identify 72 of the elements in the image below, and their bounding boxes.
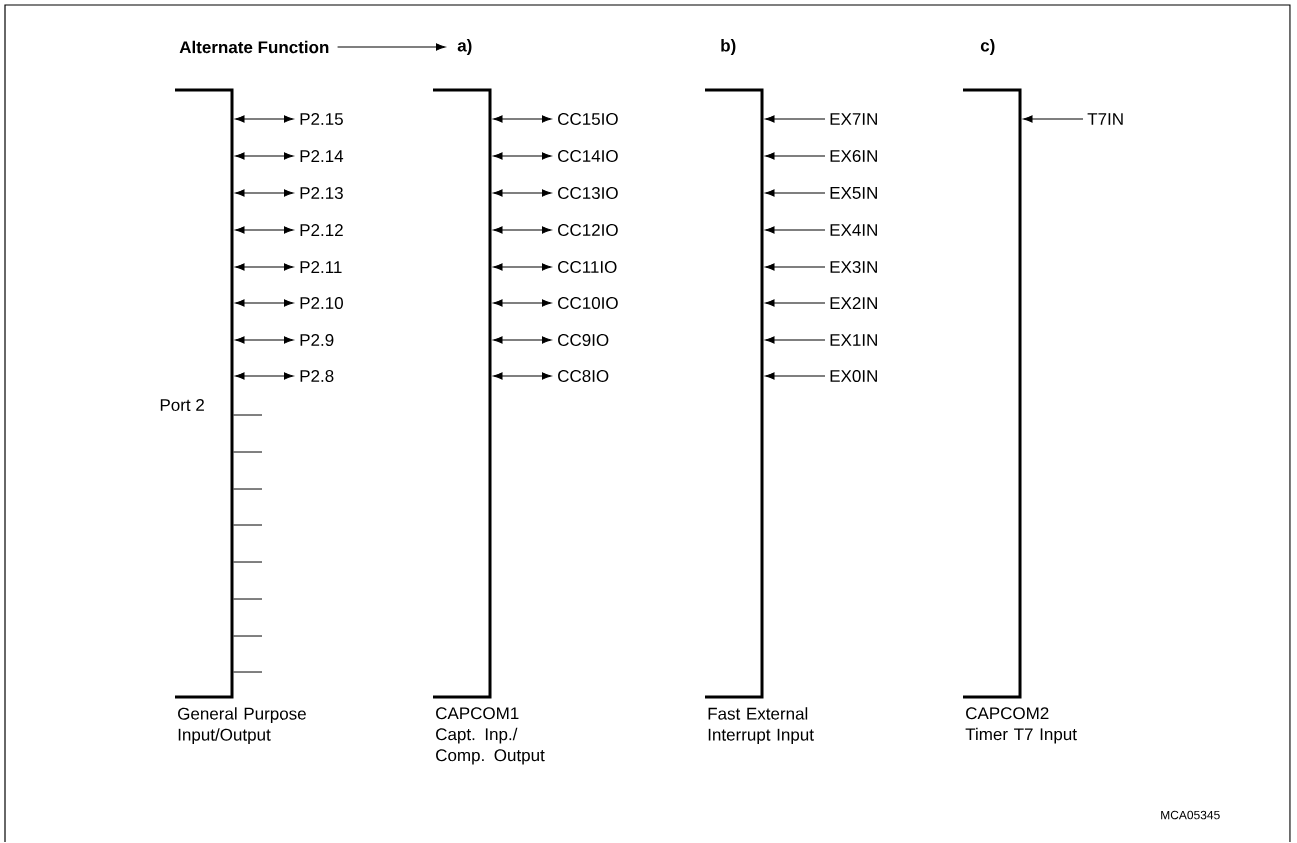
pin-label: EX0IN [830,370,877,383]
arrow [235,226,294,234]
pin-stub [233,598,263,600]
arrow [493,115,552,123]
pin-label: EX3IN [830,261,877,274]
bracket-caption: General Purpose Input/Output [178,707,306,745]
pin-label: EX4IN [830,224,877,236]
column-letter: b) [721,39,736,55]
pin-label: CC15IO [558,113,618,126]
arrow [765,226,826,234]
bracket [963,88,1022,699]
pin-label: P2.10 [300,297,343,310]
bracket-caption: CAPCOM2 Timer T7 Input [965,707,1077,744]
pin-stub [233,524,263,526]
arrow [765,372,826,380]
pin-label: P2.11 [300,261,342,273]
pin-label: CC10IO [558,297,618,310]
pin-stub [233,488,263,490]
pin-label: CC13IO [558,187,618,200]
arrow [493,372,552,380]
arrow [493,336,552,344]
arrow [235,189,294,197]
arrow [493,226,552,234]
arrow [765,115,826,123]
pin-label: CC12IO [558,224,618,237]
pin-label: T7IN [1087,113,1123,125]
heading: a) [457,39,472,55]
pin-label: P2.14 [300,150,344,162]
pin-label: CC8IO [558,370,609,383]
arrow [235,152,294,160]
pin-label: P2.15 [300,113,343,126]
arrow [493,152,552,160]
arrow [765,189,826,197]
arrow [235,115,294,123]
figure-code: MCA05345 [1161,810,1220,820]
arrow [493,263,552,271]
arrow [235,336,294,344]
pin-label: EX1IN [830,334,877,346]
pin-label: P2.12 [300,224,343,236]
pin-stub [233,451,263,453]
pin-label: P2.8 [300,370,334,383]
pin-label: CC11IO [558,261,617,274]
arrow [765,263,826,271]
pin-label: CC9IO [558,334,609,347]
pin-stub [233,671,263,673]
arrow [765,336,826,344]
arrow [765,299,826,307]
arrow [493,299,552,307]
bracket [433,88,492,699]
pin-label: CC14IO [558,150,618,163]
pin-label: EX5IN [830,187,877,199]
heading: Alternate Function [179,40,329,54]
pin-label: EX7IN [830,113,877,125]
arrow [765,152,826,160]
arrow [337,43,446,51]
pin-label: EX6IN [830,150,877,163]
arrow [235,263,294,271]
arrow [235,299,294,307]
pin-label: P2.13 [300,187,343,200]
pin-label: P2.9 [300,334,334,347]
bracket-caption: Fast External Interrupt Input [708,707,814,745]
port-label: Port 2 [160,399,204,412]
bracket-caption: CAPCOM1 Capt. Inp./ Comp. Output [436,707,545,765]
pin-stub [233,561,263,563]
pin-stub [233,414,263,416]
column-letter: c) [980,39,995,55]
pin-label: EX2IN [830,297,877,309]
bracket [705,88,764,699]
arrow [493,189,552,197]
arrow [1023,115,1084,123]
arrow [235,372,294,380]
pin-stub [233,635,263,637]
